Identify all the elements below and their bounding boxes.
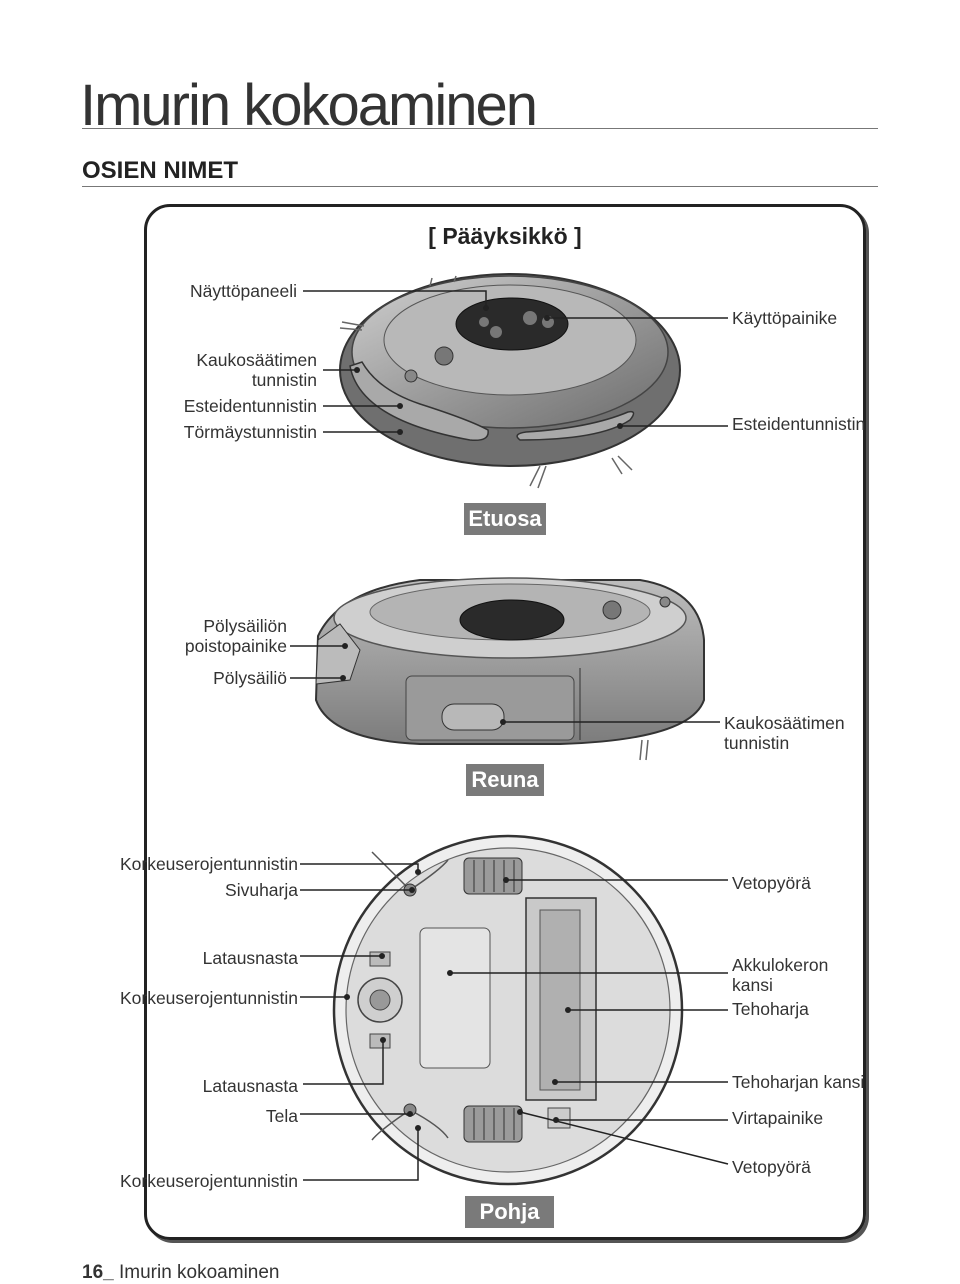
- label-remote-sensor-side-1: Kaukosäätimen: [724, 713, 845, 733]
- label-remote-sensor-side-2: tunnistin: [724, 733, 790, 753]
- label-display-panel: Näyttöpaneeli: [189, 281, 297, 301]
- label-charging-pin-2: Latausnasta: [202, 1076, 298, 1096]
- label-brush-cover: Tehoharjan kansi: [732, 1072, 865, 1092]
- label-remote-sensor-2: tunnistin: [251, 370, 317, 390]
- label-dustbin: Pölysäiliö: [213, 668, 287, 688]
- page-title: Imurin kokoaminen: [80, 73, 538, 138]
- label-drive-wheel-1: Vetopyörä: [732, 873, 811, 893]
- label-roller: Tela: [265, 1106, 298, 1126]
- footer-text: Imurin kokoaminen: [118, 1262, 280, 1283]
- tag-bottom-view: Pohja: [465, 1196, 554, 1228]
- page-number: 16_: [82, 1262, 114, 1283]
- label-cliff-sensor-3: Korkeuserojentunnistin: [119, 1171, 298, 1191]
- label-remote-sensor-1: Kaukosäätimen: [196, 350, 317, 370]
- label-main-brush: Tehoharja: [732, 999, 809, 1019]
- bottom-view-robot: [332, 834, 684, 1186]
- panel-title: [ Pääyksikkö ]: [428, 223, 582, 249]
- label-battery-cover-2: kansi: [732, 975, 773, 995]
- label-charging-pin-1: Latausnasta: [202, 948, 298, 968]
- label-obstacle-sensor-left: Esteidentunnistin: [183, 396, 317, 416]
- label-drive-wheel-2: Vetopyörä: [732, 1157, 811, 1177]
- label-battery-cover-1: Akkulokeron: [732, 955, 829, 975]
- title-rule: [82, 128, 878, 129]
- parts-panel-frame: [144, 204, 866, 1240]
- label-bumper-sensor: Törmäystunnistin: [183, 422, 317, 442]
- label-side-brush: Sivuharja: [225, 880, 298, 900]
- label-cliff-sensor-1: Korkeuserojentunnistin: [119, 854, 298, 874]
- label-dustbin-release-1: Pölysäiliön: [203, 616, 287, 636]
- label-operation-button: Käyttöpainike: [732, 308, 838, 328]
- section-heading: OSIEN NIMET: [82, 157, 239, 184]
- label-power-button: Virtapainike: [732, 1108, 824, 1128]
- page-footer: 16_ Imurin kokoaminen: [82, 1262, 280, 1284]
- front-view-robot: [339, 273, 681, 489]
- section-rule: [82, 186, 878, 187]
- label-obstacle-sensor-right: Esteidentunnistin: [732, 414, 866, 434]
- side-view-robot: [314, 577, 705, 761]
- tag-side-view: Reuna: [466, 764, 544, 796]
- label-dustbin-release-2: poistopainike: [184, 636, 287, 656]
- label-cliff-sensor-2: Korkeuserojentunnistin: [119, 988, 298, 1008]
- tag-front-view: Etuosa: [464, 503, 546, 535]
